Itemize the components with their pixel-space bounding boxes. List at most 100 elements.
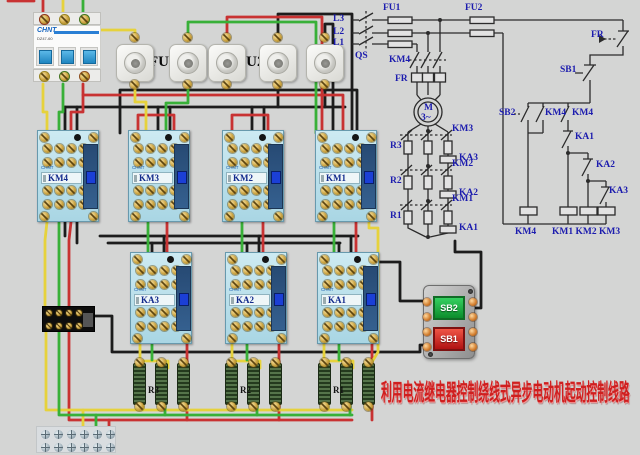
contactor-label: KM4 — [41, 172, 82, 184]
schematic-label: KA1 — [459, 223, 478, 233]
screw-icon — [43, 200, 52, 209]
screw-icon — [335, 308, 344, 317]
screw-icon — [180, 133, 189, 142]
screw-icon — [136, 280, 145, 289]
schematic-label: M — [424, 103, 433, 113]
breaker-brand: CHNT — [37, 27, 57, 34]
screw-icon — [148, 266, 157, 275]
start-button-sb2: SB2 — [433, 296, 465, 320]
schematic-label: L1 — [333, 38, 345, 48]
contactor-brand: CHNT — [321, 287, 334, 292]
screw-icon — [135, 358, 144, 367]
screw-icon — [148, 308, 157, 317]
screw-icon — [320, 358, 329, 367]
screw-icon — [240, 200, 249, 209]
screw-icon — [228, 144, 237, 153]
screw-icon — [227, 402, 236, 411]
screw-icon — [273, 33, 282, 42]
screw-icon — [277, 334, 286, 343]
screw-icon — [182, 255, 191, 264]
contactor-armature-button — [177, 171, 187, 184]
screw-icon — [67, 443, 76, 452]
screw-icon — [158, 186, 167, 195]
screw-icon — [320, 334, 329, 343]
screw-icon — [231, 266, 240, 275]
screw-icon — [93, 443, 102, 452]
screw-icon — [249, 358, 258, 367]
screw-icon — [89, 133, 98, 142]
screw-icon — [160, 308, 169, 317]
schematic-label: KA2 — [596, 160, 615, 170]
screw-icon — [369, 255, 378, 264]
screw-icon — [134, 158, 143, 167]
schematic-label: R2 — [390, 176, 402, 186]
screw-icon — [160, 280, 169, 289]
circuit-breaker: CHNT DZ47-60 — [33, 12, 101, 89]
screw-icon — [252, 186, 261, 195]
screw-icon — [321, 144, 330, 153]
mount-hole-icon — [259, 134, 266, 141]
screw-icon — [345, 144, 354, 153]
contactor-brand: CHNT — [41, 165, 54, 170]
screw-icon — [231, 322, 240, 331]
screw-icon — [182, 334, 191, 343]
screw-icon — [321, 186, 330, 195]
screw-icon — [367, 212, 376, 221]
screw-icon — [271, 358, 280, 367]
screw-icon — [347, 322, 356, 331]
screw-icon — [131, 212, 140, 221]
schematic-label: FR — [591, 30, 604, 40]
schematic-label: FU1 — [383, 3, 401, 13]
screw-icon — [240, 186, 249, 195]
screw-icon — [55, 186, 64, 195]
schematic-label: KA1 — [575, 132, 594, 142]
screw-icon — [274, 212, 283, 221]
fuse-holder-1 — [116, 44, 154, 82]
screw-icon — [67, 430, 76, 439]
screw-icon — [55, 158, 64, 167]
fuse-center-icon — [274, 59, 283, 68]
screw-icon — [148, 280, 157, 289]
screw-icon — [179, 402, 188, 411]
mount-hole-icon — [167, 256, 174, 263]
breaker-toggle-1 — [36, 47, 54, 66]
screw-icon — [318, 212, 327, 221]
schematic-label: KM4 — [515, 227, 537, 237]
resistor-coil — [177, 363, 190, 405]
screw-icon — [333, 158, 342, 167]
screw-icon — [66, 323, 72, 329]
contactor-armature-button — [271, 171, 281, 184]
screw-icon — [228, 158, 237, 167]
schematic-label: KM4 — [572, 108, 594, 118]
contactor-brand: CHNT — [134, 287, 147, 292]
screw-icon — [231, 280, 240, 289]
screw-icon — [55, 200, 64, 209]
screw-icon — [146, 200, 155, 209]
screw-icon — [347, 266, 356, 275]
screw-icon — [323, 266, 332, 275]
screw-icon — [134, 200, 143, 209]
schematic-label: KA3 — [609, 186, 628, 196]
screw-icon — [158, 158, 167, 167]
terminal-strip — [36, 426, 116, 453]
schematic-label: KM3 — [452, 124, 474, 134]
screw-icon — [46, 310, 52, 316]
screw-icon — [54, 443, 63, 452]
screw-icon — [106, 443, 115, 452]
mount-hole-icon — [165, 134, 172, 141]
contactor-armature-button — [179, 293, 189, 306]
screw-icon — [255, 280, 264, 289]
screw-icon — [342, 402, 351, 411]
screw-icon — [364, 402, 373, 411]
schematic-label: KA3 — [459, 153, 478, 163]
schematic-label: KM4 — [389, 55, 411, 65]
resistor-coil — [133, 363, 146, 405]
contactor-armature-button — [364, 171, 374, 184]
resistor-coil — [269, 363, 282, 405]
contactor-brand: CHNT — [229, 287, 242, 292]
screw-icon — [46, 323, 52, 329]
